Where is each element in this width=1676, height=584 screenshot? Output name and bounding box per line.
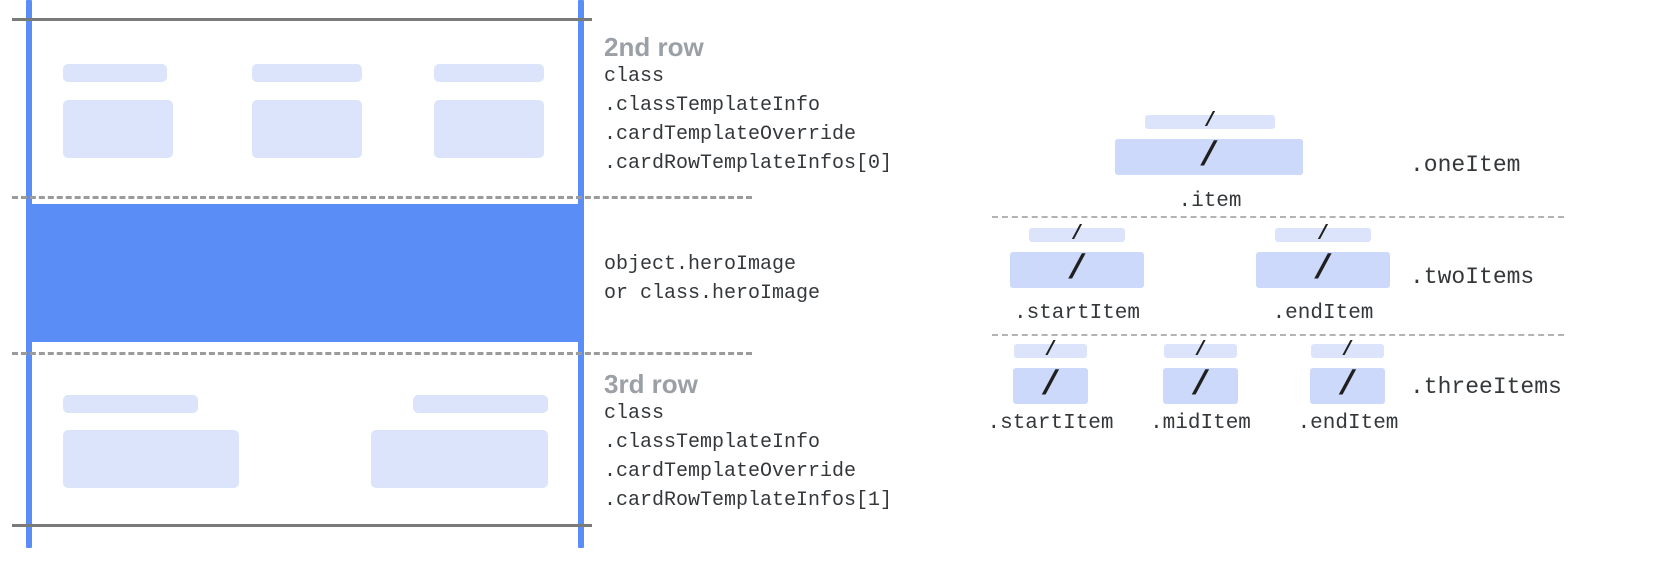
three-items-end-bar-big: / — [1310, 368, 1385, 404]
second-row-placeholder-label-1 — [63, 64, 167, 82]
three-items-end-label: .endItem — [1297, 412, 1399, 435]
second-row-code: class .classTemplateInfo .cardTemplateOv… — [604, 65, 893, 175]
three-items-unit-end: / / — [1310, 339, 1385, 404]
third-row-annotation: 3rd row class .classTemplateInfo .cardTe… — [604, 369, 892, 515]
third-row-code: class .classTemplateInfo .cardTemplateOv… — [604, 402, 893, 512]
second-row-placeholder-label-3 — [434, 64, 544, 82]
three-items-row-label: .threeItems — [1410, 374, 1562, 400]
two-items-row-label: .twoItems — [1410, 264, 1535, 290]
two-items-start-bar-big: / — [1010, 252, 1144, 288]
three-items-mid-bar-small: / — [1164, 339, 1237, 362]
one-item-label: .item — [1178, 190, 1242, 213]
slash-glyph: / — [1194, 339, 1207, 362]
three-items-unit-start: / / — [1013, 339, 1088, 404]
second-row-title: 2nd row — [604, 32, 704, 62]
three-items-start-bar-big: / — [1013, 368, 1088, 404]
two-items-end-bar-big: / — [1256, 252, 1390, 288]
one-item-unit: / / — [1115, 110, 1305, 175]
card-right-guide-rail — [578, 0, 584, 548]
hero-image-annotation: object.heroImage or class.heroImage — [604, 250, 820, 308]
third-row-placeholder-label-2 — [413, 395, 548, 413]
hero-image-code: object.heroImage or class.heroImage — [604, 253, 821, 305]
second-row-placeholder-block-2 — [252, 100, 362, 158]
card-left-guide-rail — [26, 0, 32, 548]
slash-glyph: / — [1066, 251, 1088, 289]
two-items-unit-start: / / — [1010, 223, 1144, 288]
one-item-row-label: .oneItem — [1410, 152, 1521, 178]
three-items-start-bar-small: / — [1014, 339, 1087, 362]
second-row-placeholder-block-1 — [63, 100, 173, 158]
row-separator-lower — [12, 352, 752, 355]
two-items-end-bar-small: / — [1275, 223, 1371, 246]
slash-glyph: / — [1341, 339, 1354, 362]
slash-glyph: / — [1312, 251, 1334, 289]
card-top-boundary-line — [12, 18, 592, 21]
third-row-placeholder-label-1 — [63, 395, 198, 413]
one-item-bar-big: / — [1115, 139, 1303, 175]
third-row-placeholder-block-2 — [371, 430, 548, 488]
third-row-title: 3rd row — [604, 369, 698, 399]
two-items-unit-end: / / — [1256, 223, 1390, 288]
slash-glyph: / — [1040, 367, 1061, 405]
three-items-mid-label: .midItem — [1150, 412, 1251, 435]
item-group-separator-upper — [992, 216, 1564, 218]
slash-glyph: / — [1198, 138, 1220, 176]
second-row-placeholder-block-3 — [434, 100, 544, 158]
two-items-end-label: .endItem — [1272, 302, 1374, 325]
item-layout-diagram: / / .item .oneItem / / .startItem / / — [960, 0, 1676, 584]
row-separator-upper — [12, 196, 752, 199]
slash-glyph: / — [1044, 339, 1057, 362]
three-items-end-bar-small: / — [1311, 339, 1384, 362]
third-row-placeholder-block-1 — [63, 430, 239, 488]
slash-glyph: / — [1337, 367, 1358, 405]
slash-glyph: / — [1190, 367, 1211, 405]
slash-glyph: / — [1316, 223, 1330, 246]
three-items-unit-mid: / / — [1163, 339, 1238, 404]
second-row-annotation: 2nd row class .classTemplateInfo .cardTe… — [604, 32, 892, 178]
card-bottom-boundary-line — [12, 524, 592, 527]
three-items-mid-bar-big: / — [1163, 368, 1238, 404]
slash-glyph: / — [1070, 223, 1084, 246]
card-template-diagram — [0, 0, 752, 584]
two-items-start-bar-small: / — [1029, 223, 1125, 246]
item-group-separator-lower — [992, 334, 1564, 336]
slash-glyph: / — [1203, 110, 1217, 133]
hero-image-band — [32, 204, 581, 342]
second-row-placeholder-label-2 — [252, 64, 362, 82]
one-item-bar-small: / — [1145, 110, 1275, 133]
three-items-start-label: .startItem — [987, 412, 1114, 435]
two-items-start-label: .startItem — [1013, 302, 1141, 325]
